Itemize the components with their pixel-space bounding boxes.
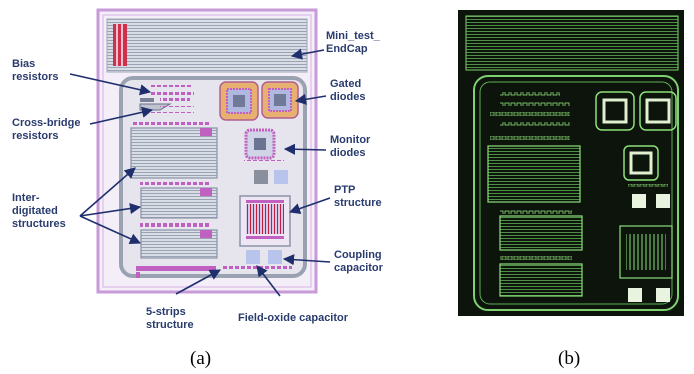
arrow-interdig-2 <box>79 202 142 217</box>
field-oxide-capacitor-pad <box>246 250 260 264</box>
label-monitor-diodes: Monitor diodes <box>330 134 371 159</box>
label-ptp-structure: PTP structure <box>334 184 382 209</box>
photo-interdigitated-2 <box>499 215 583 251</box>
layout-pad-grey <box>254 170 268 184</box>
coupling-capacitor-pad <box>268 250 282 264</box>
ptp-structure <box>239 195 291 247</box>
monitor-diode-structure <box>244 128 284 163</box>
label-mini-test-endcap: Mini_test_ EndCap <box>326 30 380 55</box>
arrow-gated-diodes <box>294 93 327 105</box>
caption-a: (a) <box>190 348 212 369</box>
arrow-cross-bridge <box>89 106 154 125</box>
arrow-monitor-diodes <box>283 143 327 155</box>
gated-diode-left <box>219 81 259 121</box>
layout-drawing <box>96 8 318 294</box>
photo-mini-test-endcap <box>465 15 679 71</box>
arrow-field-oxide <box>256 265 281 297</box>
arrow-ptp <box>288 197 331 214</box>
bias-resistors-structure <box>140 84 194 102</box>
label-five-strips-structure: 5-strips structure <box>146 306 194 331</box>
annotation-arrows <box>69 48 331 297</box>
interdigitated-structure-2 <box>140 182 218 219</box>
arrow-bias-resistors <box>69 73 152 96</box>
label-gated-diodes: Gated diodes <box>330 78 366 103</box>
mini-test-endcap-structure <box>106 18 308 73</box>
five-strips-structure <box>136 266 216 278</box>
label-interdigitated-structures: Inter- digitated structures <box>12 192 66 230</box>
label-cross-bridge-resistors: Cross-bridge resistors <box>12 117 81 142</box>
photo-inner-frame <box>473 75 679 311</box>
label-bias-resistors: Bias resistors <box>12 58 59 83</box>
arrow-mini-test <box>290 48 325 60</box>
gated-diode-right <box>261 81 299 119</box>
photo-monitor-diode <box>623 145 668 187</box>
layout-pad-blue <box>274 170 288 184</box>
photo-ptp-structure <box>619 225 673 279</box>
photo-interdigitated-1 <box>487 145 581 203</box>
photo-gated-diodes <box>595 91 677 131</box>
arrow-interdig-1 <box>79 167 136 217</box>
arrow-coupling <box>282 254 331 266</box>
photo-interdigitated-3 <box>499 263 583 297</box>
arrow-five-strips <box>175 269 221 295</box>
caption-b: (b) <box>558 348 581 369</box>
arrow-interdig-3 <box>79 215 142 244</box>
label-field-oxide-capacitor: Field-oxide capacitor <box>238 312 349 324</box>
interdigitated-structure-1 <box>130 122 218 179</box>
microscope-photo <box>458 10 684 316</box>
label-coupling-capacitor: Coupling capacitor <box>334 249 383 274</box>
interdigitated-structure-3 <box>140 223 218 259</box>
